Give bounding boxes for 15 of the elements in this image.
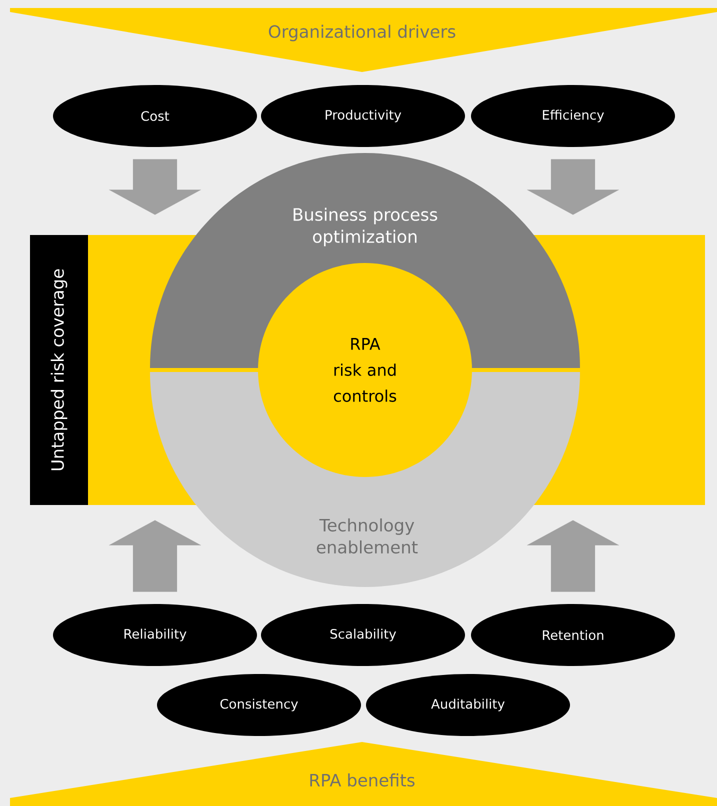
block-arrow bbox=[108, 159, 202, 215]
side-bar: Untapped risk coverage bbox=[30, 235, 88, 505]
banner: Organizational drivers bbox=[10, 8, 717, 72]
block-arrow bbox=[526, 520, 620, 592]
oval-label: Auditability bbox=[366, 674, 570, 736]
oval-label: Productivity bbox=[261, 85, 465, 147]
oval-label: Efficiency bbox=[471, 85, 675, 147]
block-arrow bbox=[526, 159, 620, 215]
banner: RPA benefits bbox=[10, 742, 717, 806]
oval-label: Scalability bbox=[261, 604, 465, 666]
oval-label: Retention bbox=[471, 604, 675, 666]
block-arrow bbox=[108, 520, 202, 592]
oval-label: Consistency bbox=[157, 674, 361, 736]
oval-label: Cost bbox=[53, 85, 257, 147]
oval-label: Reliability bbox=[53, 604, 257, 666]
